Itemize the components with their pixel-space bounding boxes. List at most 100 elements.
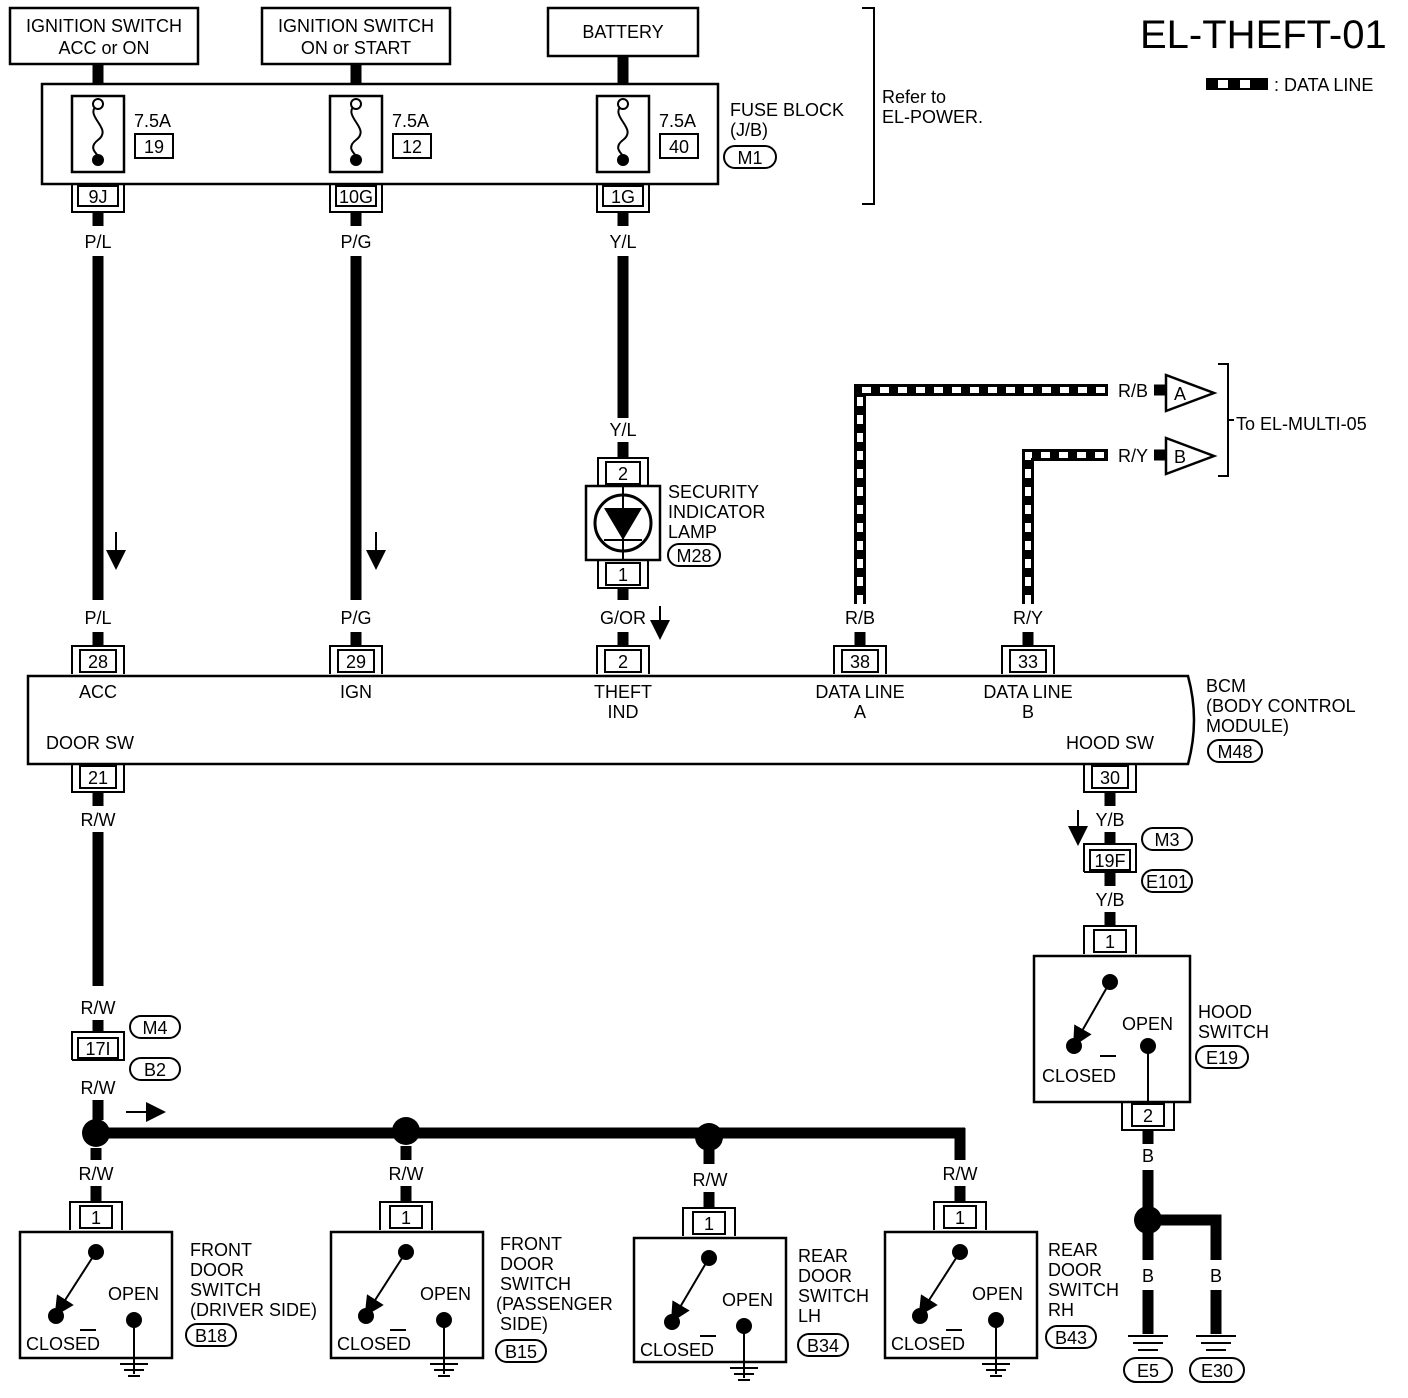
svg-text:R/W: R/W (389, 1164, 424, 1184)
svg-text:R/Y: R/Y (1118, 446, 1148, 466)
svg-text:CLOSED: CLOSED (640, 1340, 714, 1360)
svg-text:INDICATOR: INDICATOR (668, 502, 765, 522)
svg-text:SWITCH: SWITCH (500, 1274, 571, 1294)
svg-text:LAMP: LAMP (668, 522, 717, 542)
fuse-terminals: 9J 10G 1G (71, 184, 650, 213)
svg-text:DOOR SW: DOOR SW (46, 733, 134, 753)
svg-text:2: 2 (1143, 1106, 1153, 1126)
svg-text:R/B: R/B (1118, 381, 1148, 401)
fuse-block-connector: M1 (737, 148, 762, 168)
svg-text:CLOSED: CLOSED (26, 1334, 100, 1354)
svg-text:P/G: P/G (340, 232, 371, 252)
svg-text:B18: B18 (195, 1326, 227, 1346)
fuse-3-number: 40 (669, 137, 689, 157)
ground-e30: E30 (1189, 1335, 1245, 1383)
b2-connector: B2 (144, 1060, 166, 1080)
svg-text:B: B (1210, 1266, 1222, 1286)
door-switch-1: R/W 1 OPEN CLOSED FRONT DOOR SWITCH (DRI… (18, 1148, 317, 1377)
door-switch-4: R/W 1 OPEN CLOSED REAR DOOR SWITCH RH B4… (883, 1164, 1119, 1377)
fuse-block: 7.5A 19 7.5A 12 7.5A 40 (40, 82, 720, 186)
svg-text:DATA LINE: DATA LINE (983, 682, 1072, 702)
svg-text:38: 38 (850, 652, 870, 672)
svg-text:SWITCH: SWITCH (798, 1286, 869, 1306)
svg-text:Y/L: Y/L (609, 420, 636, 440)
svg-text:LH: LH (798, 1306, 821, 1326)
svg-text:(DRIVER SIDE): (DRIVER SIDE) (190, 1300, 317, 1320)
svg-text:ACC: ACC (79, 682, 117, 702)
lamp-label: SECURITY (668, 482, 759, 502)
svg-text:OPEN: OPEN (108, 1284, 159, 1304)
ground-e5: E5 (1123, 1335, 1173, 1383)
svg-text:17I: 17I (85, 1039, 110, 1059)
svg-text:DOOR: DOOR (1048, 1260, 1102, 1280)
svg-text:Y/B: Y/B (1095, 890, 1124, 910)
bcm-label: BCM (1206, 676, 1246, 696)
svg-text:(J/B): (J/B) (730, 120, 768, 140)
svg-text:IGN: IGN (340, 682, 372, 702)
svg-text:BATTERY: BATTERY (582, 22, 663, 42)
svg-text:IGNITION SWITCH: IGNITION SWITCH (26, 16, 182, 36)
svg-text:E30: E30 (1201, 1361, 1233, 1381)
svg-text:P/L: P/L (84, 608, 111, 628)
svg-text:DOOR: DOOR (500, 1254, 554, 1274)
svg-text:1: 1 (618, 565, 628, 585)
fuse-2-number: 12 (402, 137, 422, 157)
data-line-a (854, 384, 1108, 604)
bcm-connector: M48 (1217, 742, 1252, 762)
svg-text:CLOSED: CLOSED (1042, 1066, 1116, 1086)
svg-text:MODULE): MODULE) (1206, 716, 1289, 736)
data-line-b (1022, 449, 1108, 604)
door-switch-3: R/W 1 OPEN CLOSED REAR DOOR SWITCH LH B3… (632, 1150, 869, 1381)
svg-text:Y/B: Y/B (1095, 810, 1124, 830)
svg-text:A: A (1174, 384, 1186, 404)
svg-text:Y/L: Y/L (609, 232, 636, 252)
svg-text:R/B: R/B (845, 608, 875, 628)
svg-text:1: 1 (955, 1208, 965, 1228)
svg-text:R/W: R/W (81, 1078, 116, 1098)
svg-text:CLOSED: CLOSED (891, 1334, 965, 1354)
hood-sw-pin: 30 (1100, 768, 1120, 788)
e101-connector: E101 (1146, 872, 1188, 892)
svg-text:DOOR: DOOR (190, 1260, 244, 1280)
svg-text:B: B (1142, 1266, 1154, 1286)
svg-text:IGNITION SWITCH: IGNITION SWITCH (278, 16, 434, 36)
svg-text:THEFT: THEFT (594, 682, 652, 702)
fuse-block-label: FUSE BLOCK (730, 100, 844, 120)
bcm-module: ACC IGN THEFT IND DATA LINE A DATA LINE … (26, 674, 1196, 766)
m3-connector: M3 (1154, 830, 1179, 850)
hood-switch-label: HOOD (1198, 1002, 1252, 1022)
svg-text:SWITCH: SWITCH (190, 1280, 261, 1300)
svg-text:IND: IND (608, 702, 639, 722)
svg-text:R/W: R/W (943, 1164, 978, 1184)
door-switch-2: R/W 1 OPEN CLOSED FRONT DOOR SWITCH (PAS… (329, 1146, 613, 1377)
svg-text:OPEN: OPEN (722, 1290, 773, 1310)
svg-text:R/W: R/W (81, 998, 116, 1018)
svg-text:SIDE): SIDE) (500, 1314, 548, 1334)
svg-text:FRONT: FRONT (190, 1240, 252, 1260)
svg-text:B43: B43 (1055, 1328, 1087, 1348)
svg-text:ON or START: ON or START (301, 38, 411, 58)
source-ignition-acc: IGNITION SWITCH ACC or ON (8, 6, 200, 66)
svg-text:A: A (854, 702, 866, 722)
svg-text:1: 1 (401, 1208, 411, 1228)
connector-tag-b (1164, 436, 1218, 476)
svg-text:DATA LINE: DATA LINE (815, 682, 904, 702)
svg-text:R/W: R/W (79, 1164, 114, 1184)
svg-text:B15: B15 (505, 1342, 537, 1362)
svg-text:1: 1 (704, 1214, 714, 1234)
e19-connector: E19 (1206, 1048, 1238, 1068)
lamp-connector: M28 (676, 546, 711, 566)
svg-text:ACC or ON: ACC or ON (58, 38, 149, 58)
svg-text:HOOD SW: HOOD SW (1066, 733, 1154, 753)
svg-text:RH: RH (1048, 1300, 1074, 1320)
svg-text:19F: 19F (1094, 851, 1125, 871)
fuse-1-amps: 7.5A (134, 111, 171, 131)
svg-text:P/L: P/L (84, 232, 111, 252)
svg-text:G/OR: G/OR (600, 608, 646, 628)
svg-text:R/W: R/W (693, 1170, 728, 1190)
door-sw-pin: 21 (88, 768, 108, 788)
m4-connector: M4 (142, 1018, 167, 1038)
svg-text:(PASSENGER: (PASSENGER (496, 1294, 613, 1314)
fuse-2-amps: 7.5A (392, 111, 429, 131)
